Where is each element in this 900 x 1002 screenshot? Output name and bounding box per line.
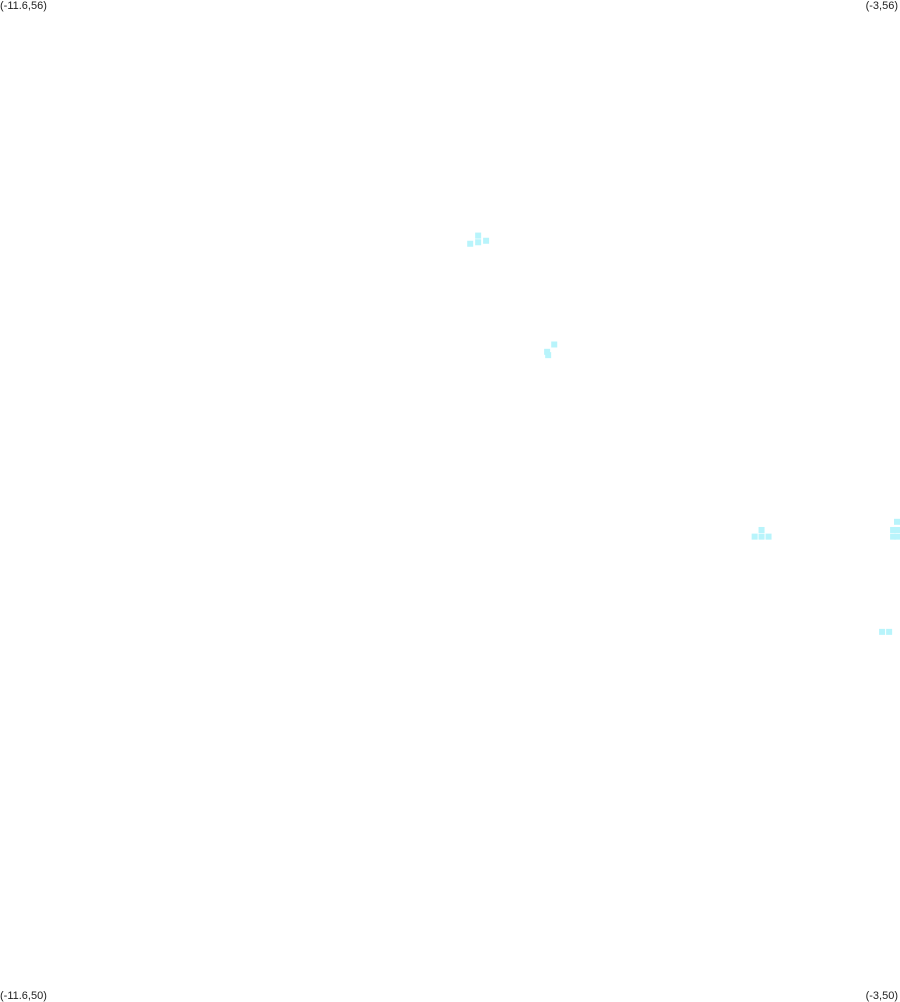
marker-layer [467, 232, 900, 635]
map-marker-3 [483, 237, 490, 244]
corner-label-top-left: (-11.6,56) [0, 0, 47, 12]
map-marker-0 [467, 240, 474, 247]
map-marker-5 [544, 348, 551, 355]
corner-label-bottom-right: (-3,50) [865, 990, 898, 1002]
map-marker-2 [475, 239, 482, 246]
map-marker-13 [894, 526, 900, 533]
map-marker-7 [751, 533, 758, 540]
map-marker-11 [890, 533, 897, 540]
map-marker-9 [758, 533, 765, 540]
map-marker-8 [758, 526, 765, 533]
map-marker-15 [894, 518, 900, 525]
map-marker-14 [894, 533, 900, 540]
map-marker-16 [879, 628, 886, 635]
corner-label-bottom-left: (-11.6,50) [0, 990, 47, 1002]
map-marker-6 [551, 341, 558, 348]
map-marker-10 [765, 533, 772, 540]
map-marker-1 [475, 232, 482, 239]
map-marker-4 [545, 352, 552, 359]
map-marker-17 [886, 628, 893, 635]
corner-label-top-right: (-3,56) [865, 0, 898, 12]
map-marker-12 [890, 526, 897, 533]
